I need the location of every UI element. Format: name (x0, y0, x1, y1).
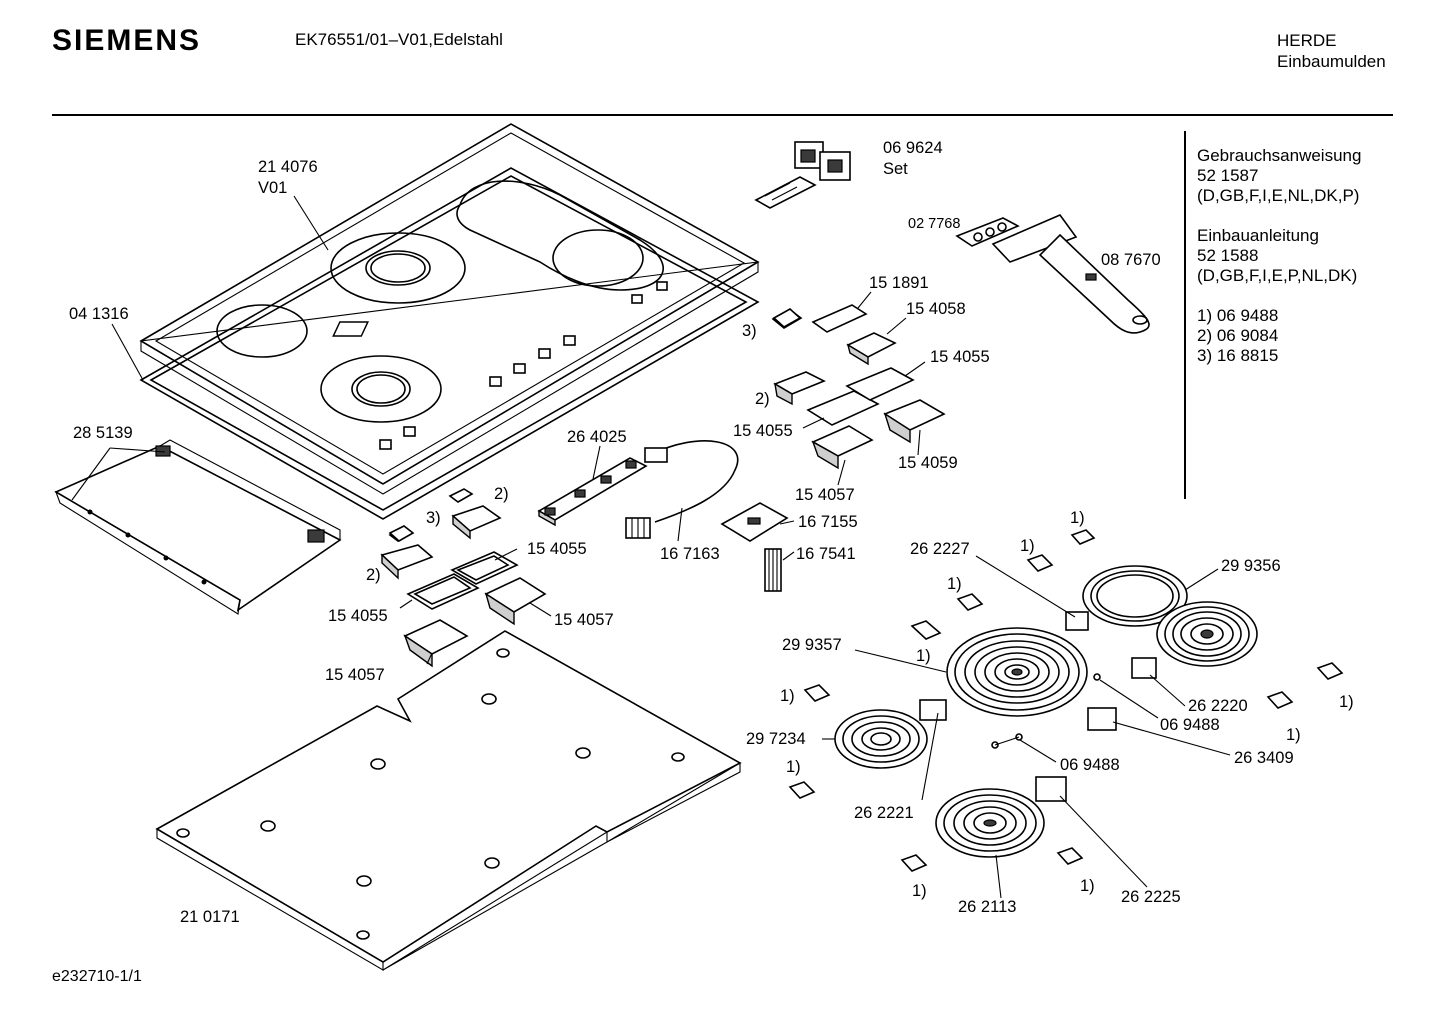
mark-1: 1) (1339, 693, 1354, 711)
install-languages: (D,GB,F,I,E,P,NL,DK) (1197, 266, 1358, 285)
label-154055-d: 15 4055 (328, 607, 388, 625)
footnote-3: 3) 16 8815 (1197, 346, 1279, 365)
control-pcb (537, 440, 739, 539)
sidebar-divider (1184, 131, 1186, 499)
label-154055-c: 15 4055 (527, 540, 587, 558)
manual-title: Gebrauchsanweisung (1197, 146, 1362, 165)
label-154055-a: 15 4055 (930, 348, 990, 366)
mark-2: 2) (755, 390, 770, 408)
heating-element-large (946, 627, 1088, 717)
label-069488-b: 06 9488 (1060, 756, 1120, 774)
mark-3: 3) (742, 322, 757, 340)
mark-2: 2) (494, 485, 509, 503)
label-167541: 16 7541 (796, 545, 856, 563)
category-line-2: Einbaumulden (1277, 52, 1386, 71)
temperature-limiters (919, 611, 1157, 802)
brand-logo: SIEMENS (52, 24, 202, 57)
manual-languages: (D,GB,F,I,E,NL,DK,P) (1197, 186, 1360, 205)
mounting-rail (54, 439, 342, 615)
heating-element-small (834, 709, 928, 769)
heating-element-oval (1082, 565, 1258, 667)
label-262227: 26 2227 (910, 540, 970, 558)
mark-1: 1) (1080, 877, 1095, 895)
switch-group-right (771, 304, 946, 470)
category-line-1: HERDE (1277, 31, 1337, 50)
connector-set (754, 141, 851, 209)
label-210171: 21 0171 (180, 908, 240, 926)
label-v01: V01 (258, 179, 287, 197)
label-299357: 29 9357 (782, 636, 842, 654)
label-069488-a: 06 9488 (1160, 716, 1220, 734)
heating-element-medium (935, 788, 1045, 858)
switch-group-left (380, 488, 547, 668)
label-262113: 26 2113 (958, 898, 1016, 916)
label-154057-c: 15 4057 (325, 666, 385, 684)
mark-1: 1) (912, 882, 927, 900)
header-rule (52, 114, 1393, 116)
label-154059: 15 4059 (898, 454, 958, 472)
scraper-tool (955, 214, 1150, 334)
label-087670: 08 7670 (1101, 251, 1161, 269)
label-285139: 28 5139 (73, 424, 133, 442)
label-167163: 16 7163 (660, 545, 720, 563)
display-board (720, 502, 789, 592)
label-154055-b: 15 4055 (733, 422, 793, 440)
label-154058: 15 4058 (906, 300, 966, 318)
label-214076: 21 4076 (258, 158, 318, 176)
hob-top-glass (139, 123, 760, 495)
install-title: Einbauanleitung (1197, 226, 1319, 245)
model-designation: EK76551/01–V01,Edelstahl (295, 30, 503, 49)
label-tags (388, 308, 802, 542)
label-297234: 29 7234 (746, 730, 806, 748)
mark-1: 1) (1070, 509, 1085, 527)
mark-1: 1) (1020, 537, 1035, 555)
footnote-markers: 3) 2) 2) 3) 2) 1) 1) 1) 1) 1) 1) 1) 1) 1… (366, 322, 1354, 900)
label-154057-b: 15 4057 (554, 611, 614, 629)
label-041316: 04 1316 (69, 305, 129, 323)
label-262220: 26 2220 (1188, 697, 1248, 715)
mark-1: 1) (947, 575, 962, 593)
label-set: Set (883, 160, 908, 178)
label-262221: 26 2221 (854, 804, 914, 822)
retaining-clips (788, 529, 1344, 872)
mark-1: 1) (1286, 726, 1301, 744)
seal-frame (139, 167, 760, 520)
manual-number: 52 1587 (1197, 166, 1259, 185)
label-167155: 16 7155 (798, 513, 858, 531)
label-069624: 06 9624 (883, 139, 943, 157)
label-263409: 26 3409 (1234, 749, 1294, 767)
mark-1: 1) (786, 758, 801, 776)
label-151891: 15 1891 (869, 274, 929, 292)
drawing-id: e232710-1/1 (52, 968, 142, 985)
label-262225: 26 2225 (1121, 888, 1181, 906)
mark-3: 3) (426, 509, 441, 527)
mark-2: 2) (366, 566, 381, 584)
label-264025: 26 4025 (567, 428, 627, 446)
label-299356: 29 9356 (1221, 557, 1281, 575)
leader-lines (71, 195, 1231, 899)
label-027768: 02 7768 (908, 216, 960, 232)
mark-1: 1) (916, 647, 931, 665)
footnote-1: 1) 06 9488 (1197, 306, 1279, 325)
mark-1: 1) (780, 687, 795, 705)
footnote-2: 2) 06 9084 (1197, 326, 1279, 345)
install-number: 52 1588 (1197, 246, 1259, 265)
part-labels: 21 4076 V01 06 9624 Set 02 7768 08 7670 … (69, 139, 1294, 926)
label-154057-a: 15 4057 (795, 486, 855, 504)
bottom-housing (155, 630, 742, 971)
